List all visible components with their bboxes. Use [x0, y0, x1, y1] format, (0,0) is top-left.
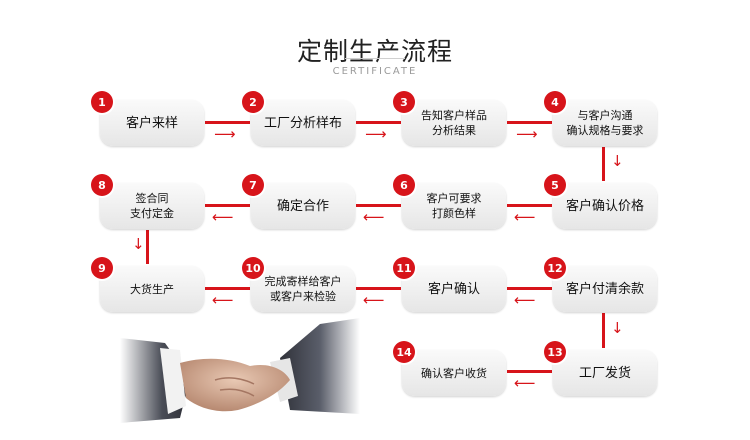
connector-8-9 [146, 230, 149, 264]
arrow-left-icon: ⟵ [514, 208, 536, 226]
step-number-badge: 10 [242, 257, 264, 279]
arrow-down-icon: ↓ [611, 152, 624, 170]
step-label: 客户可要求 打颜色样 [426, 192, 482, 220]
arrow-left-icon: ⟵ [363, 291, 385, 309]
step-label: 签合同 支付定金 [130, 192, 174, 220]
title-divider [345, 58, 405, 59]
step-label: 客户付清余款 [565, 281, 644, 297]
step-number-badge: 9 [91, 257, 113, 279]
step-13: 13 工厂发货 [544, 341, 657, 396]
step-label: 客户来样 [125, 115, 178, 131]
connector-1-2 [205, 121, 250, 124]
step-number-badge: 7 [242, 174, 264, 196]
step-12: 12 客户付清余款 [544, 257, 657, 312]
arrow-left-icon: ⟵ [363, 208, 385, 226]
arrow-left-icon: ⟵ [514, 374, 536, 392]
connector-5-6 [507, 204, 552, 207]
step-8: 8 签合同 支付定金 [91, 174, 204, 229]
step-number-badge: 4 [544, 91, 566, 113]
step-label: 告知客户样品 分析结果 [421, 109, 487, 137]
step-number-badge: 2 [242, 91, 264, 113]
step-3: 3 告知客户样品 分析结果 [393, 91, 506, 146]
step-7: 7 确定合作 [242, 174, 355, 229]
step-1: 1 客户来样 [91, 91, 204, 146]
step-number-badge: 6 [393, 174, 415, 196]
step-number-badge: 5 [544, 174, 566, 196]
step-label: 客户确认 [427, 281, 480, 297]
step-number-badge: 3 [393, 91, 415, 113]
connector-2-3 [356, 121, 401, 124]
arrow-left-icon: ⟵ [212, 208, 234, 226]
connector-12-11 [507, 287, 552, 290]
step-9: 9 大货生产 [91, 257, 204, 312]
connector-4-5 [602, 147, 605, 181]
step-label: 确认客户收货 [421, 366, 487, 380]
connector-11-10 [356, 287, 401, 290]
arrow-right-icon: ⟶ [365, 125, 387, 143]
page-title: 定制生产流程 [296, 37, 453, 66]
connector-10-9 [205, 287, 250, 290]
connector-12-13 [602, 313, 605, 348]
page-subtitle: CERTIFICATE [332, 66, 418, 77]
connector-13-14 [507, 370, 552, 373]
step-2: 2 工厂分析样布 [242, 91, 355, 146]
arrow-down-icon: ↓ [611, 319, 624, 337]
step-label: 确定合作 [276, 198, 329, 214]
arrow-left-icon: ⟵ [514, 291, 536, 309]
arrow-down-icon: ↓ [132, 235, 145, 253]
step-label: 大货生产 [130, 282, 174, 296]
step-10: 10 完成寄样给客户 或客户来检验 [242, 257, 355, 312]
step-number-badge: 13 [544, 341, 566, 363]
step-14: 14 确认客户收货 [393, 341, 506, 396]
step-number-badge: 12 [544, 257, 566, 279]
step-6: 6 客户可要求 打颜色样 [393, 174, 506, 229]
connector-7-8 [205, 204, 250, 207]
step-number-badge: 11 [393, 257, 415, 279]
connector-6-7 [356, 204, 401, 207]
arrow-right-icon: ⟶ [214, 125, 236, 143]
step-5: 5 客户确认价格 [544, 174, 657, 229]
step-label: 客户确认价格 [565, 198, 644, 214]
step-label: 与客户沟通 确认规格与要求 [566, 109, 644, 137]
step-11: 11 客户确认 [393, 257, 506, 312]
step-label: 工厂发货 [578, 365, 631, 381]
handshake-image [120, 318, 360, 423]
step-number-badge: 1 [91, 91, 113, 113]
step-number-badge: 8 [91, 174, 113, 196]
step-label: 完成寄样给客户 或客户来检验 [264, 275, 342, 303]
arrow-right-icon: ⟶ [516, 125, 538, 143]
step-label: 工厂分析样布 [263, 115, 342, 131]
arrow-left-icon: ⟵ [212, 291, 234, 309]
step-4: 4 与客户沟通 确认规格与要求 [544, 91, 657, 146]
step-number-badge: 14 [393, 341, 415, 363]
connector-3-4 [507, 121, 552, 124]
